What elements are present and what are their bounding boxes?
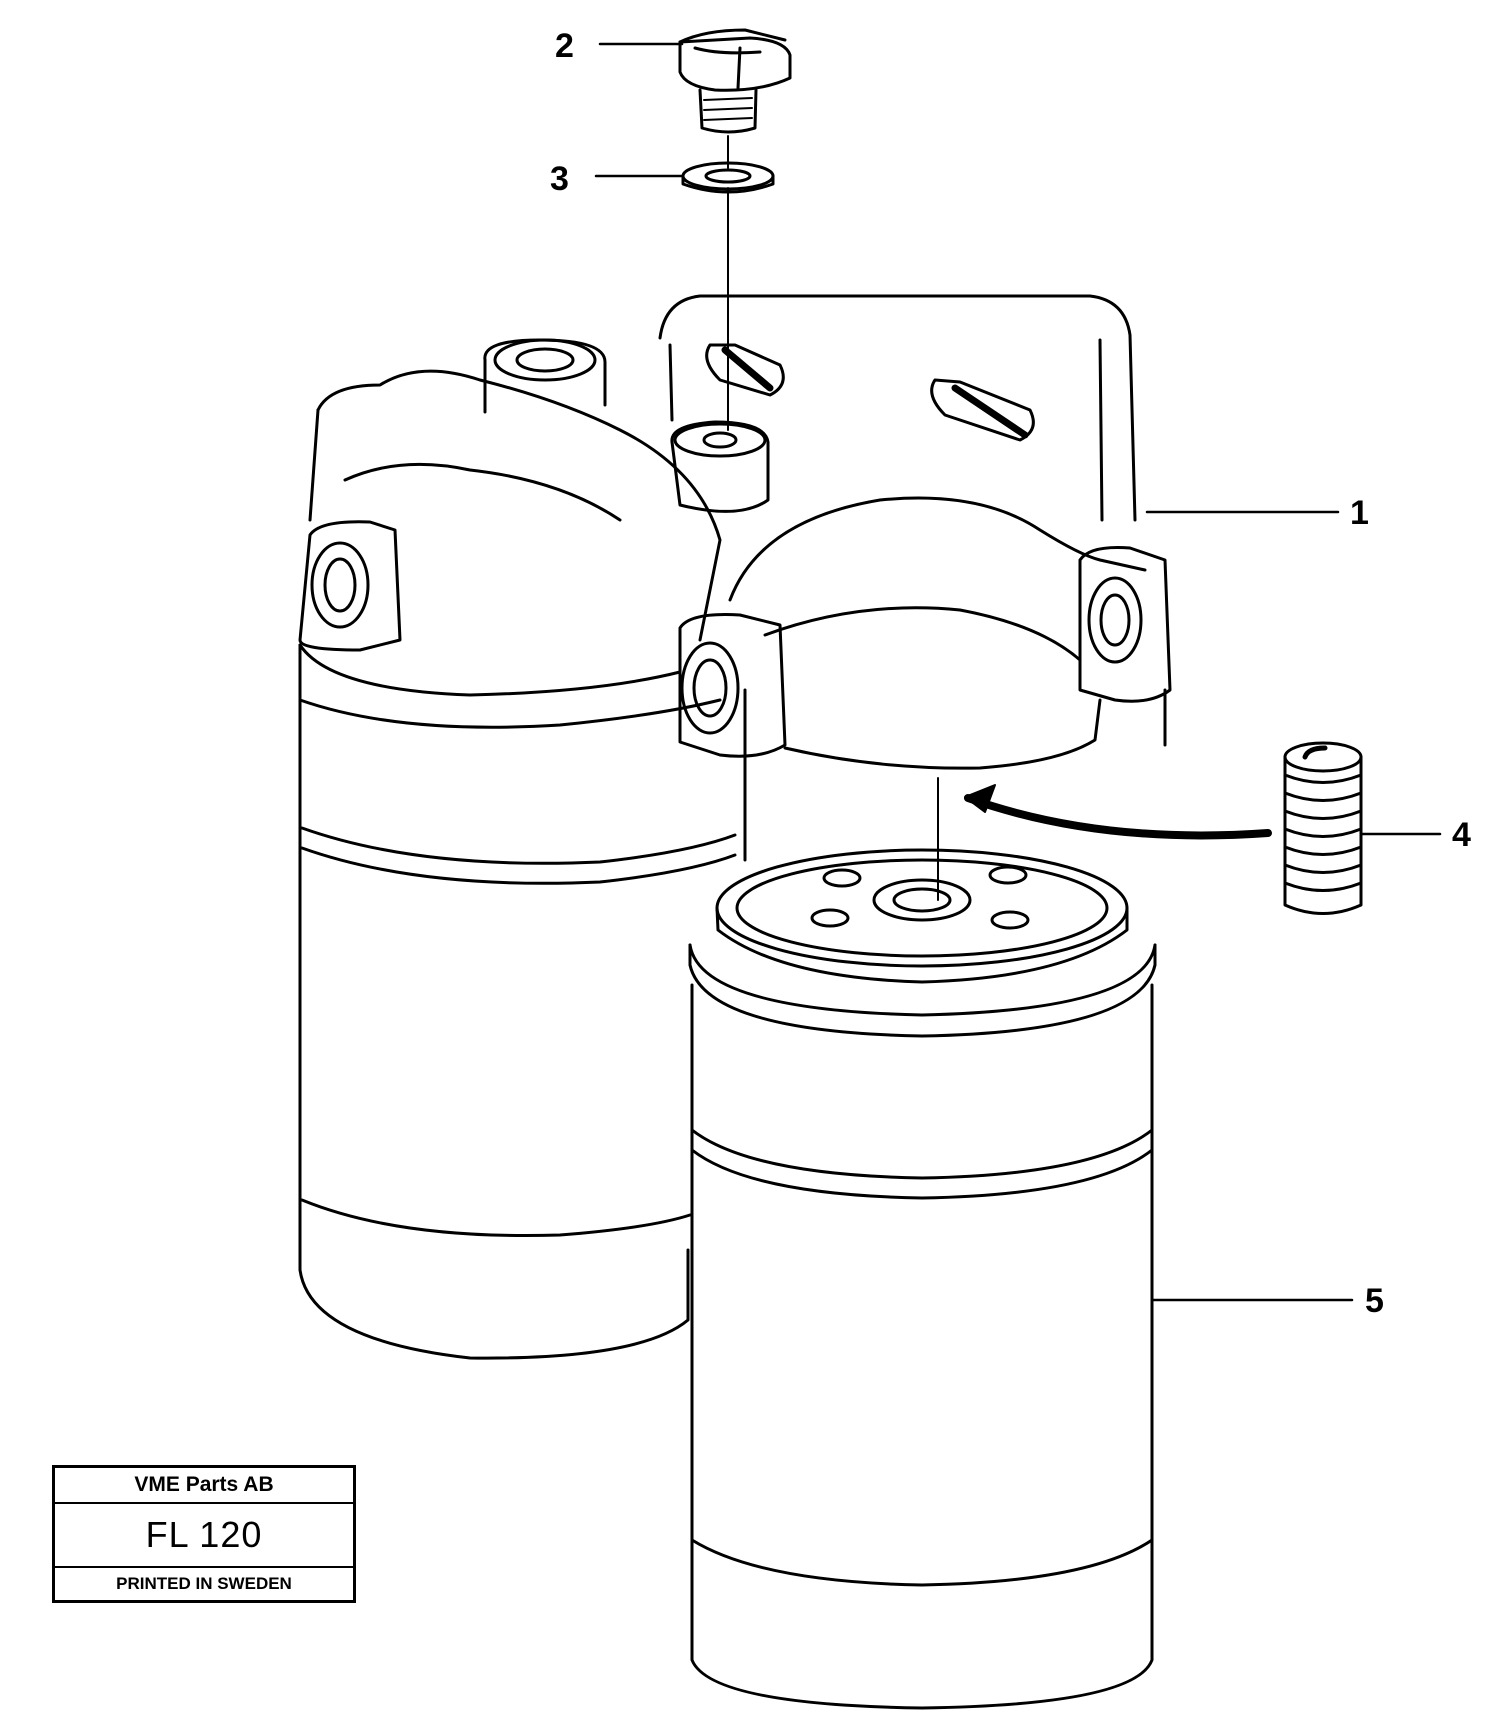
title-block: VME Parts AB FL 120 PRINTED IN SWEDEN <box>52 1465 356 1603</box>
filter-head <box>298 294 1172 770</box>
callout-5: 5 <box>1365 1282 1384 1320</box>
threaded-nipple <box>1283 741 1363 915</box>
printed-note: PRINTED IN SWEDEN <box>116 1574 292 1593</box>
callout-2: 2 <box>555 27 574 65</box>
callout-1: 1 <box>1350 494 1369 532</box>
callout-3: 3 <box>550 160 569 198</box>
rear-filter-cartridge <box>298 643 747 1360</box>
front-filter-cartridge <box>688 848 1157 1710</box>
install-arrow <box>964 784 1272 840</box>
company-name: VME Parts AB <box>55 1468 353 1504</box>
drawing-code: FL 120 <box>55 1504 353 1568</box>
bleed-bolt <box>678 28 792 161</box>
leader-lines <box>594 42 1442 1302</box>
assembly-lines <box>727 159 939 901</box>
callout-4: 4 <box>1452 816 1471 854</box>
